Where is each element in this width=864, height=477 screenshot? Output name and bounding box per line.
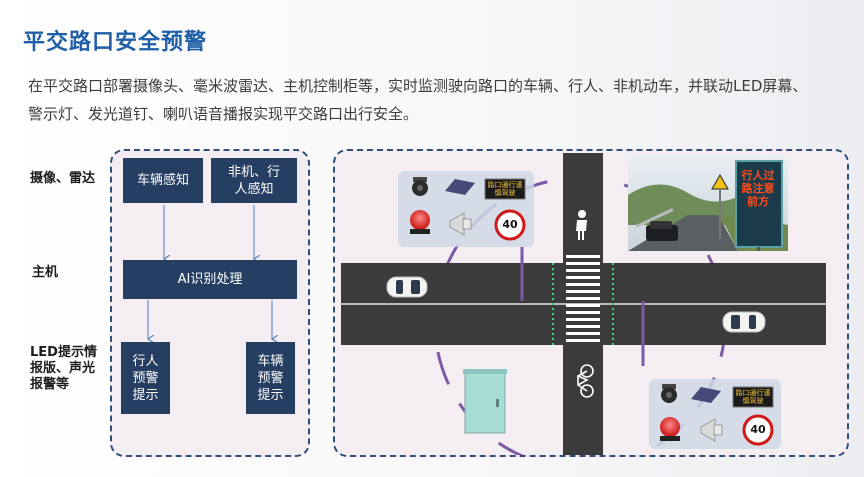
dome-camera-icon-2 [661,384,677,403]
ai-processing-box: AI识别处理 [123,260,297,299]
row-label-sensing: 摄像、雷达 [30,171,96,186]
led-panel-top [484,178,526,200]
vehicle-warning-box: 车辆预警提示 [246,342,295,414]
horn-speaker-icon [449,212,472,236]
dome-camera-icon [412,177,428,196]
nonmotor-pedestrian-sensing-box: 非机、行人感知 [211,158,297,203]
control-cabinet [463,369,507,434]
intersection-drawing [341,153,826,455]
bicycle-icon [577,364,594,398]
row-label-host: 主机 [32,265,59,280]
roadside-led-sign [735,160,783,248]
speed-limit-value-top: 40 [502,218,518,231]
led-panel-bottom [732,386,774,408]
vehicle-sensing-box: 车辆感知 [123,158,203,203]
roadside-photo [628,155,788,251]
speed-limit-value-bottom: 40 [750,423,766,436]
flow-arrows [112,205,312,459]
roadside-sign-text: 行人过路注意前方 [741,169,775,208]
flow-panel: 车辆感知 非机、行人感知 AI识别处理 行人预警提示 车辆预警提示 [110,149,310,457]
radar-device-icon-2 [691,387,721,403]
page-description: 在平交路口部署摄像头、毫米波雷达、主机控制柜等，实时监测驶向路口的车辆、行人、非… [28,77,808,123]
row-label-output: LED提示情报版、声光报警等 [30,345,97,392]
car-eastbound [722,311,766,333]
radar-device-icon [445,179,475,195]
led-panel-text-top: 路口通行谨慎驾驶 [487,181,523,197]
intersection-scene: 行人过路注意前方 路口通行谨慎驾驶 路口通行谨慎驾驶 40 40 [333,149,849,457]
warning-lamp-icon [410,210,430,234]
crosswalk [566,255,600,342]
car-westbound [386,276,428,298]
led-panel-text-bottom: 路口通行谨慎驾驶 [735,389,771,405]
photo-car [646,221,678,241]
page-title: 平交路口安全预警 [23,30,208,55]
speed-limit-sign-bottom [742,414,774,446]
horn-speaker-icon-2 [700,418,723,442]
speed-limit-sign-top [494,209,526,241]
pedestrian-warning-box: 行人预警提示 [121,342,170,414]
pedestrian-icon [576,210,587,240]
warning-lamp-icon-2 [660,417,680,441]
